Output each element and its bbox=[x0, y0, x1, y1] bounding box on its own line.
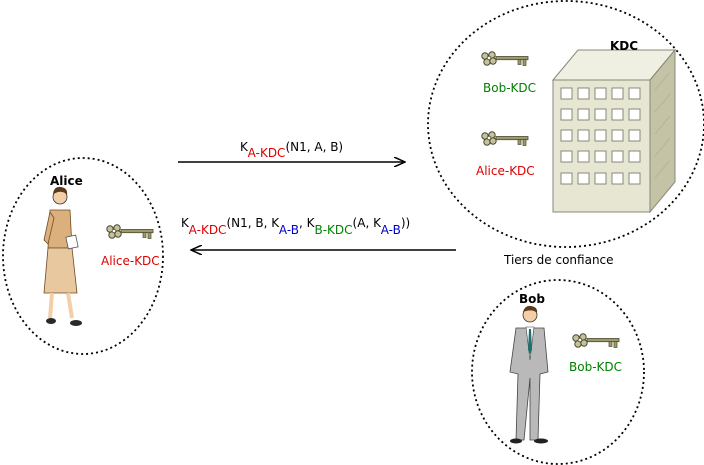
kdc-boundary bbox=[427, 0, 704, 248]
key-icon bbox=[106, 224, 154, 239]
key-icon bbox=[572, 333, 620, 348]
alice-figure-icon bbox=[43, 186, 82, 326]
kdc-alice-key-label: Alice-KDC bbox=[476, 164, 535, 178]
key-icon bbox=[481, 51, 529, 66]
alice-boundary bbox=[2, 157, 164, 355]
bob-key-label: Bob-KDC bbox=[569, 360, 622, 374]
bob-figure-icon bbox=[509, 305, 549, 444]
request-label: KA-KDC(N1, A, B) bbox=[240, 140, 343, 160]
alice-key-label: Alice-KDC bbox=[101, 254, 160, 268]
key-icon bbox=[481, 131, 529, 146]
alice-name: Alice bbox=[50, 174, 83, 188]
kdc-building-icon bbox=[551, 48, 677, 214]
trusted-party-caption: Tiers de confiance bbox=[503, 253, 614, 267]
bob-name: Bob bbox=[519, 292, 545, 306]
kdc-title: KDC bbox=[610, 39, 638, 53]
kdc-bob-key-label: Bob-KDC bbox=[483, 81, 536, 95]
reply-label: KA-KDC(N1, B, KA-B, KB-KDC(A, KA-B)) bbox=[181, 216, 410, 237]
bob-boundary bbox=[471, 279, 645, 465]
